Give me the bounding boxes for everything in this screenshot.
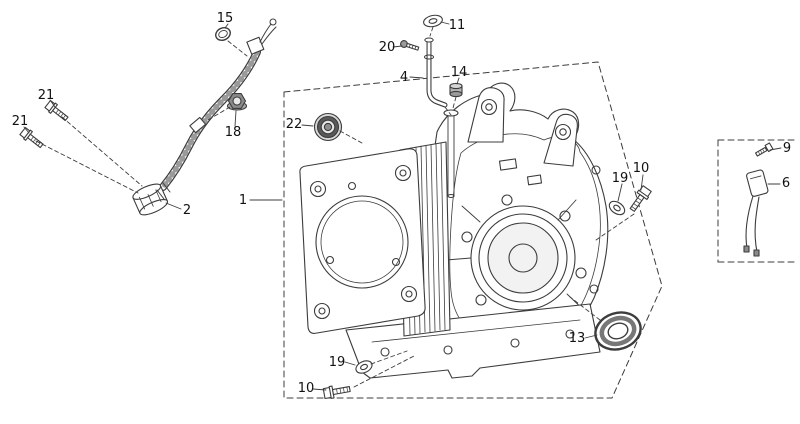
part-19-washer — [608, 200, 626, 216]
callout-label-10a: 10 — [633, 161, 650, 176]
part-18-nut — [226, 93, 248, 111]
part-2-oil-filler-tube — [132, 18, 277, 216]
callout-label-18: 18 — [225, 125, 242, 140]
assembly-boundary-dashes — [283, 61, 796, 399]
assembly-dashed-leaders — [35, 26, 635, 388]
part-10-bolt — [629, 185, 652, 212]
callout-label-20: 20 — [379, 40, 396, 55]
callout-label-6: 6 — [782, 176, 790, 191]
callout-label-2: 2 — [183, 203, 191, 218]
part-21-bolt — [44, 99, 69, 122]
callout-labels: 15 11 20 4 14 21 21 18 22 2 1 19 10 9 6 … — [12, 11, 791, 396]
part-10-bolt — [322, 385, 351, 400]
part-14-grommet — [449, 82, 463, 98]
callout-label-11: 11 — [449, 18, 466, 33]
part-21-bolt — [19, 126, 44, 149]
part-20-bolt — [400, 40, 420, 51]
crankcase-body-drawing — [431, 82, 609, 363]
cylinder-gasket-face-drawing — [299, 148, 426, 334]
part-11-washer — [423, 14, 443, 28]
part-4-tube — [423, 37, 448, 108]
callout-label-1: 1 — [239, 193, 247, 208]
callout-label-19a: 19 — [612, 171, 629, 186]
part-22-bearing — [313, 112, 343, 142]
callout-label-14: 14 — [451, 65, 468, 80]
part-6-oil-switch — [743, 169, 769, 257]
callout-label-19b: 19 — [329, 355, 346, 370]
callout-label-21a: 21 — [38, 88, 55, 103]
callout-label-22: 22 — [286, 117, 303, 132]
callout-label-4: 4 — [400, 70, 408, 85]
crankcase-bottom-flange-drawing — [345, 303, 601, 379]
callout-label-21b: 21 — [12, 114, 29, 129]
callout-label-10b: 10 — [298, 381, 315, 396]
callout-label-9: 9 — [783, 141, 791, 156]
leader-lines — [23, 21, 782, 391]
part-15-ring — [215, 27, 231, 41]
callout-label-15: 15 — [217, 11, 234, 26]
callout-label-13: 13 — [569, 331, 586, 346]
part-13-oil-seal — [594, 311, 642, 351]
